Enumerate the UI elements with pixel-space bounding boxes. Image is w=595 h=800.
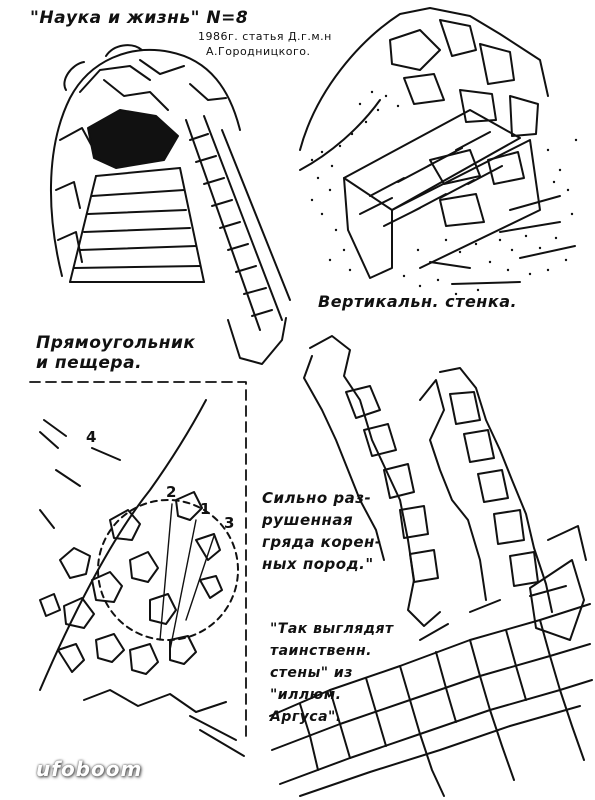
caption-walls-line-4: "иллюм. — [270, 687, 342, 703]
caption-ridge-line-2: рушенная — [262, 511, 354, 529]
survey-circle — [97, 499, 239, 641]
caption-walls-line-1: "Так выглядят — [270, 621, 394, 637]
caption-rect-cave: Прямоугольник и пещера. — [36, 333, 195, 373]
source-author-line: А.Городницкого. — [206, 45, 311, 58]
caption-rect-cave-line-2: и пещера. — [36, 353, 143, 373]
source-title: "Наука и жизнь" N=8 — [30, 8, 249, 28]
caption-rect-cave-line-1: Прямоугольник — [36, 333, 196, 353]
caption-ridge-line-1: Сильно раз- — [262, 489, 372, 507]
ruined-ridge-drawing — [303, 335, 587, 641]
map-frame — [29, 381, 247, 739]
vertical-wall-drawing — [299, 7, 578, 296]
area-plan-drawing — [39, 399, 245, 757]
caption-walls-line-3: стены" из — [270, 665, 353, 681]
source-year-line: 1986г. статья Д.г.м.н — [198, 30, 332, 43]
caption-walls-line-5: Аргуса". — [270, 709, 342, 725]
caption-vertical-wall: Вертикальн. стенка. — [318, 292, 518, 311]
map-label-1: 1 — [200, 500, 211, 518]
caption-ridge-line-4: ных пород." — [262, 555, 374, 573]
cave-stairs-drawing — [50, 44, 291, 365]
caption-ruined-ridge: Сильно раз- рушенная гряда корен- ных по… — [262, 487, 382, 575]
strata-walls-drawing — [269, 585, 593, 797]
watermark-logo: ufoboom — [36, 757, 143, 781]
map-label-2: 2 — [166, 483, 177, 501]
cave-opening — [87, 109, 179, 169]
caption-walls-line-2: таинственн. — [270, 643, 372, 659]
ground-dots — [310, 90, 578, 296]
map-label-4: 4 — [86, 428, 97, 446]
caption-ridge-line-3: гряда корен- — [262, 533, 382, 551]
caption-mysterious-walls: "Так выглядят таинственн. стены" из "илл… — [270, 618, 394, 728]
map-label-3: 3 — [224, 514, 235, 532]
